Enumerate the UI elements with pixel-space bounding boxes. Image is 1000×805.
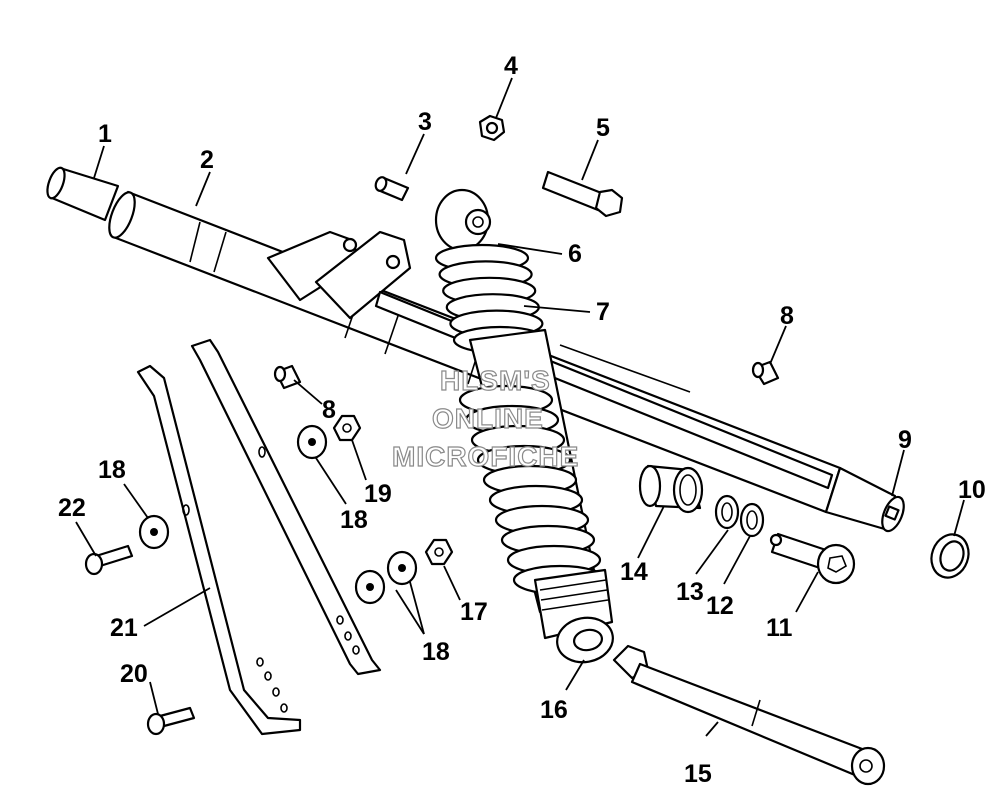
callout-2: 2 bbox=[200, 146, 214, 174]
part-20-bolt bbox=[146, 706, 196, 736]
callout-20: 20 bbox=[120, 660, 148, 688]
part-18-washer-left bbox=[138, 514, 170, 550]
part-1-rod bbox=[46, 166, 120, 222]
callout-11: 11 bbox=[766, 614, 793, 642]
part-17-nut bbox=[424, 538, 454, 566]
callout-13: 13 bbox=[676, 578, 704, 606]
part-12-washer bbox=[739, 502, 765, 538]
callout-6: 6 bbox=[568, 240, 582, 268]
part-4-nut bbox=[478, 114, 506, 142]
callout-10: 10 bbox=[958, 476, 986, 504]
callout-18-left: 18 bbox=[98, 456, 126, 484]
part-21-strap-front bbox=[136, 338, 382, 736]
part-15-axle bbox=[612, 644, 886, 786]
part-13-washer bbox=[714, 494, 740, 530]
callout-18-top: 18 bbox=[340, 506, 368, 534]
part-18-washer-lower-b bbox=[386, 550, 418, 586]
callout-4: 4 bbox=[504, 52, 518, 80]
part-19-nut bbox=[332, 414, 362, 442]
callout-17: 17 bbox=[460, 598, 488, 626]
callout-8-left: 8 bbox=[322, 396, 336, 424]
watermark: HLSM'S ONLINE MICROFICHE bbox=[391, 364, 579, 472]
callout-22: 22 bbox=[58, 494, 86, 522]
part-10-ring bbox=[930, 533, 970, 579]
part-18-washer-top bbox=[296, 424, 328, 460]
callout-12: 12 bbox=[706, 592, 734, 620]
part-5-bolt bbox=[541, 170, 624, 218]
part-14-sleeve bbox=[638, 464, 704, 514]
callout-18-lower: 18 bbox=[422, 638, 450, 666]
part-6-shock-top-eye bbox=[434, 188, 492, 252]
callout-14: 14 bbox=[620, 558, 648, 586]
callout-16: 16 bbox=[540, 696, 568, 724]
leader-lines bbox=[75, 77, 965, 737]
part-11-shoulder-bolt bbox=[769, 532, 856, 585]
callout-7: 7 bbox=[596, 298, 610, 326]
callout-8-right: 8 bbox=[780, 302, 794, 330]
callout-5: 5 bbox=[596, 114, 610, 142]
callout-labels: 1 2 3 4 5 6 7 8 8 9 10 11 12 13 14 15 16… bbox=[58, 52, 986, 788]
part-18-washer-lower-a bbox=[354, 569, 386, 605]
part-16-shock-absorber bbox=[458, 328, 614, 664]
callout-1: 1 bbox=[98, 120, 112, 148]
callout-21: 21 bbox=[110, 614, 138, 642]
callout-9: 9 bbox=[898, 426, 912, 454]
watermark-line-1: HLSM'S bbox=[440, 365, 551, 396]
watermark-line-2: ONLINE bbox=[432, 403, 544, 434]
part-3-bushing bbox=[374, 176, 410, 202]
watermark-line-3: MICROFICHE bbox=[392, 441, 579, 472]
callout-3: 3 bbox=[418, 108, 432, 136]
callout-15: 15 bbox=[684, 760, 712, 788]
callout-19: 19 bbox=[364, 480, 392, 508]
part-8-grease-fitting-right bbox=[751, 360, 780, 386]
part-8-grease-fitting-left bbox=[273, 364, 302, 390]
